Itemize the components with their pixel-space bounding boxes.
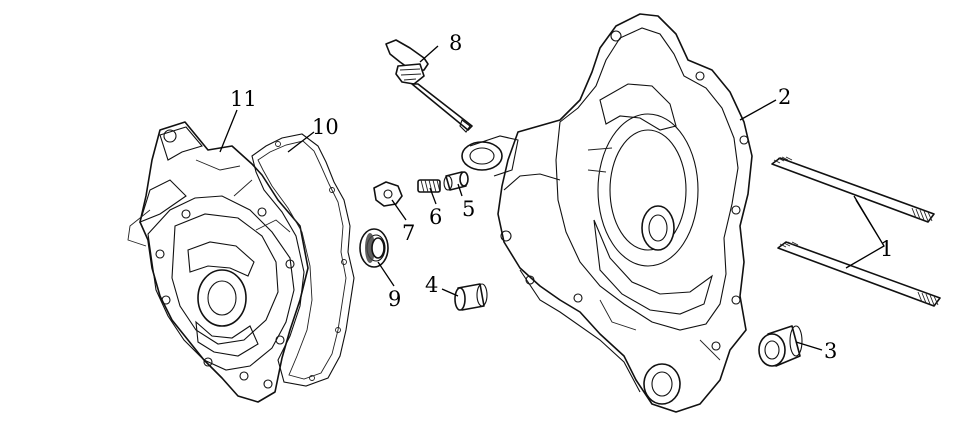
callout-6: 6 — [429, 205, 442, 229]
sleeve — [443, 171, 469, 191]
dipstick — [385, 39, 473, 133]
left-crankcase-cover — [127, 121, 309, 403]
callout-8: 8 — [449, 31, 462, 55]
callout-2: 2 — [778, 85, 791, 109]
callout-10: 10 — [312, 115, 339, 139]
cover-gasket — [251, 133, 355, 387]
callout-11: 11 — [230, 87, 257, 111]
callout-3: 3 — [824, 339, 837, 363]
callout-4: 4 — [425, 273, 438, 297]
callout-1: 1 — [880, 237, 893, 261]
oil-seal — [359, 228, 389, 268]
callout-7: 7 — [402, 221, 415, 245]
dowel-bushing — [454, 283, 488, 311]
spring — [417, 179, 441, 193]
callout-labels: 1 2 3 4 5 6 7 8 9 10 11 — [230, 31, 893, 363]
leader-lines — [219, 45, 885, 351]
callout-9: 9 — [388, 287, 401, 311]
right-crankcase — [461, 13, 753, 413]
bearing — [758, 325, 803, 367]
callout-5: 5 — [462, 197, 475, 221]
plate — [373, 181, 403, 207]
stud-bolts — [771, 156, 941, 307]
